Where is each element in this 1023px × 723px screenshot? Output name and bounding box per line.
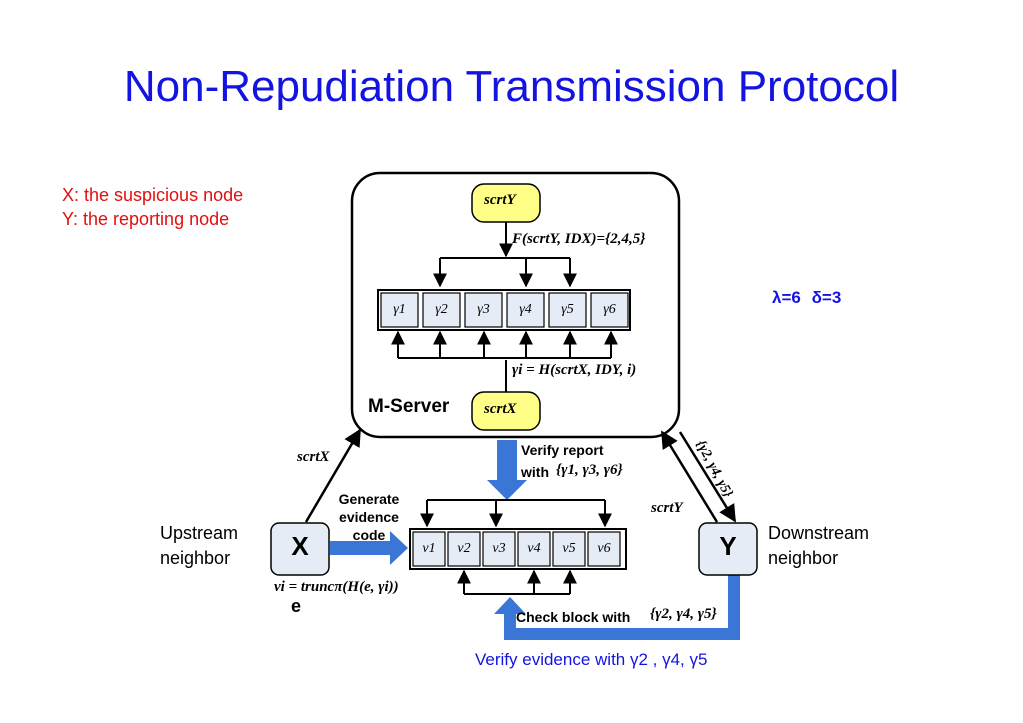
gamma-cell: γ4: [519, 302, 532, 317]
gamma-row: [377, 289, 631, 331]
evidence-formula: vi = truncπ(H(e, γi)): [274, 579, 399, 595]
generate-label-1: Generate: [338, 491, 400, 507]
check-block-arrow: [494, 570, 740, 640]
legend-x: X: the suspicious node: [62, 185, 244, 205]
evidence-cell: v4: [527, 541, 541, 556]
upstream-line-1: Upstream: [160, 523, 239, 543]
bottom-caption: Verify evidence with γ2 , γ4, γ5: [475, 650, 708, 669]
page-title: Non-Repudiation Transmission Protocol: [123, 62, 900, 111]
downstream-label: Downstream neighbor: [768, 521, 869, 571]
evidence-cell: v2: [457, 541, 471, 556]
gamma-cell: γ6: [603, 302, 616, 317]
node-x: [270, 522, 330, 576]
evidence-cell: v5: [562, 541, 576, 556]
gamma-cell: γ2: [435, 302, 448, 317]
check-block-label: Check block with: [516, 609, 631, 625]
check-block-set: {γ2, γ4, γ5}: [650, 606, 717, 622]
parameters: λ=6 δ=3: [772, 288, 841, 308]
upstream-label: Upstream neighbor: [160, 521, 238, 571]
gamma-cell: γ5: [561, 302, 574, 317]
server-to-y-edge: [678, 431, 737, 523]
node-y: [698, 522, 758, 576]
secret-x-text: scrtX: [484, 401, 517, 417]
evidence-cell: v6: [597, 541, 611, 556]
gamma-cell: γ3: [477, 302, 490, 317]
downstream-line-1: Downstream: [768, 523, 870, 543]
verify-report-with: with: [521, 464, 549, 480]
f-formula: F(scrtY, IDX)={2,4,5}: [512, 231, 646, 247]
m-server-label: M-Server: [368, 396, 450, 417]
delta-param: δ=3: [811, 288, 842, 307]
x-to-server-edge: [304, 428, 362, 523]
downstream-line-2: neighbor: [768, 548, 839, 568]
generate-evidence-arrow: [330, 531, 408, 565]
y-to-server-edge: [660, 430, 719, 523]
e-label: e: [291, 596, 302, 616]
legend-y: Y: the reporting node: [62, 209, 230, 229]
secret-y-text: scrtY: [484, 192, 516, 208]
x-edge-label: scrtX: [297, 449, 330, 465]
verify-report-label: Verify report: [521, 442, 604, 458]
verify-report-arrow: [487, 440, 527, 500]
y-edge-label: scrtY: [651, 500, 683, 516]
generate-label-3: code: [352, 527, 386, 543]
evidence-cell: v1: [422, 541, 436, 556]
secret-x-pill: [471, 391, 541, 431]
evidence-row: [409, 528, 627, 570]
upstream-line-2: neighbor: [160, 548, 231, 568]
lambda-param: λ=6: [772, 288, 801, 307]
verify-report-set: {γ1, γ3, γ6}: [556, 462, 623, 478]
generate-label-2: evidence: [339, 509, 399, 525]
evidence-cell: v3: [492, 541, 506, 556]
gamma-formula: γi = H(scrtX, IDY, i): [512, 362, 637, 378]
legend: X: the suspicious node Y: the reporting …: [62, 183, 243, 231]
node-y-label: Y: [719, 531, 737, 561]
node-x-label: X: [291, 531, 309, 561]
gamma-cell: γ1: [393, 302, 406, 317]
